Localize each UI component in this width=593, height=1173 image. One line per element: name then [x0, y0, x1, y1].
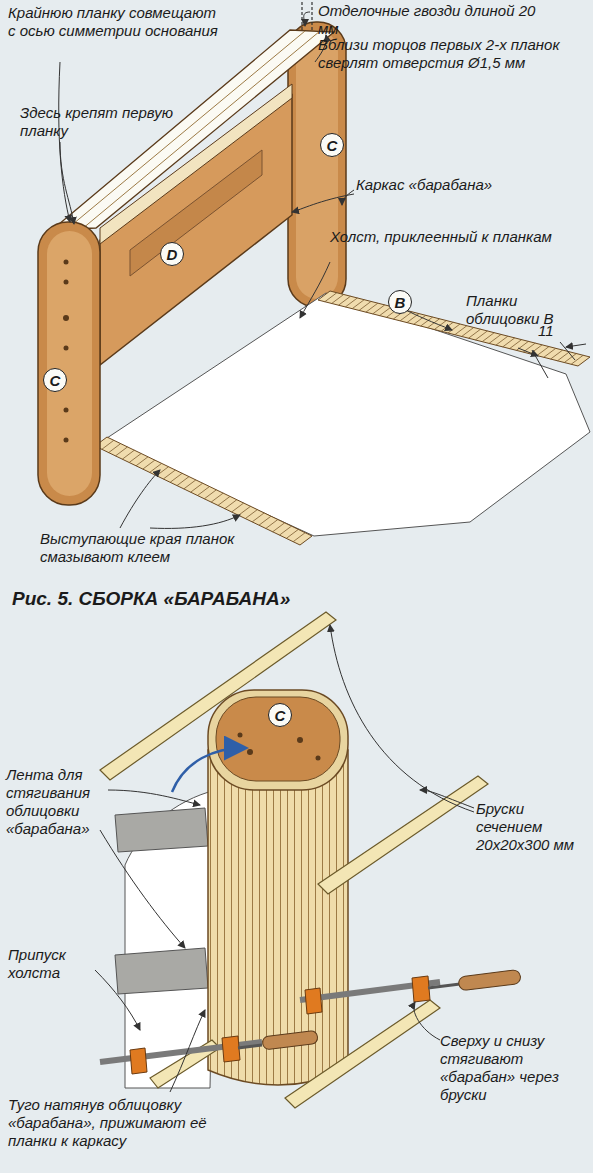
annotation: Лента для стягивания облицовки «барабана…	[6, 766, 106, 838]
annotation: Каркас «барабана»	[356, 176, 526, 194]
callout-letter: C	[327, 137, 338, 154]
clamp	[100, 1030, 318, 1074]
top-slats	[52, 30, 334, 230]
slat-bands	[95, 291, 590, 545]
annotation: Бруски сечением 20x20x300 мм	[476, 800, 588, 854]
annotation: Холст, приклеенный к планкам	[330, 228, 560, 246]
annotation: Планки облицовки B	[466, 292, 576, 328]
annotation: Отделочные гвозди длиной 20 мм	[318, 2, 558, 38]
bar	[318, 776, 488, 894]
drum-body	[208, 750, 348, 1085]
callout-letter: C	[275, 707, 286, 724]
tape	[115, 948, 208, 994]
cap-rim	[208, 690, 348, 790]
annotation: Вблизи торцов первых 2-х планок сверлят …	[318, 36, 583, 72]
callout-letter: B	[395, 294, 406, 311]
annotation: Припуск холста	[8, 946, 118, 982]
end-piece-face	[47, 231, 92, 496]
tape	[115, 808, 208, 852]
cap	[216, 697, 340, 781]
callout-letter: D	[167, 246, 178, 263]
part-callout: C	[320, 133, 344, 157]
clamp	[300, 969, 521, 1014]
part-callout: B	[388, 290, 412, 314]
bar	[285, 1000, 440, 1108]
part-callout: D	[160, 242, 184, 266]
annotation: Выступающие края планок смазывают клеем	[40, 530, 280, 566]
part-callout: C	[43, 368, 67, 392]
end-piece	[38, 222, 100, 505]
annotation: Сверху и снизу стягивают «барабан» через…	[440, 1032, 588, 1104]
annotation: Крайнюю планку совмещают с осью симметри…	[8, 4, 218, 40]
leader-lines	[95, 625, 474, 1092]
canvas-sheet	[104, 293, 590, 536]
annotation: Здесь крепят первую планку	[20, 104, 190, 140]
part-callout: C	[268, 703, 292, 727]
dimension: 11	[538, 322, 568, 340]
turn-arrow	[172, 748, 244, 792]
nail	[311, 2, 312, 30]
figure-title: Рис. 5. СБОРКА «БАРАБАНА»	[12, 588, 332, 610]
leader-lines	[59, 12, 452, 528]
nail	[301, 2, 302, 30]
callout-letter: C	[50, 372, 61, 389]
annotation: Туго натянув облицовку «барабана», прижи…	[8, 1096, 258, 1150]
